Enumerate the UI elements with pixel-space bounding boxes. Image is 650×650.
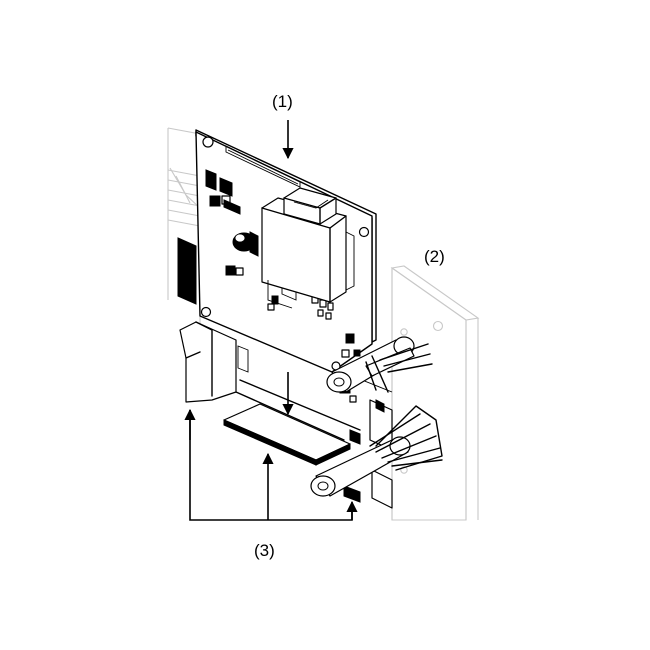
callout-label-1: (1) <box>272 92 293 111</box>
insulating-sheet <box>223 403 351 466</box>
callout-label-3: (3) <box>254 541 275 560</box>
callout-label-2: (2) <box>424 247 445 266</box>
capacitor-component <box>232 231 259 257</box>
plate-hole-icon <box>400 328 408 336</box>
circuit-board <box>177 129 377 403</box>
pointer-arrows <box>184 120 358 521</box>
transformer-component <box>261 187 355 309</box>
board-hole-icon <box>200 306 212 318</box>
standoff-pin <box>310 336 443 497</box>
mounting-clip <box>343 379 393 509</box>
chip-component <box>205 169 241 215</box>
board-hole-icon <box>202 136 214 148</box>
board-hole-icon <box>358 226 370 238</box>
lower-bracket <box>179 321 361 441</box>
plate-hole-icon <box>432 320 444 332</box>
plate-hole-icon <box>400 466 408 474</box>
mounting-plate <box>390 265 480 521</box>
